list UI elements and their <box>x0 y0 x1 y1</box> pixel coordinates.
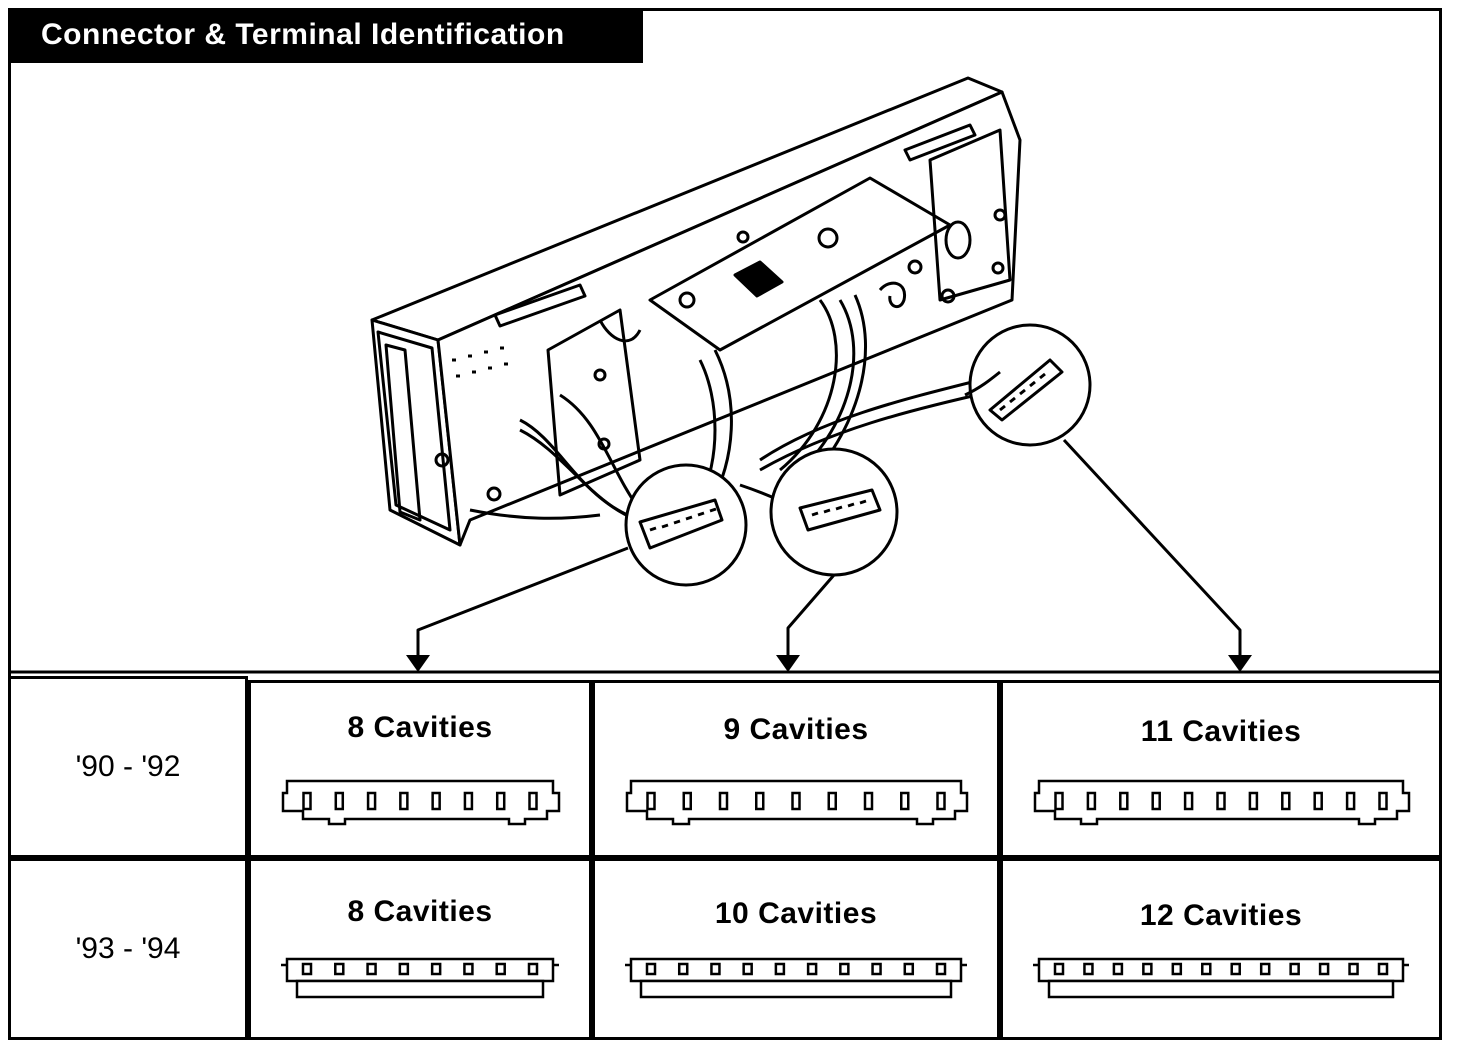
terminal-cavity <box>495 962 506 976</box>
terminal-cavity <box>903 962 915 976</box>
terminal-cavity <box>827 791 837 811</box>
terminal-cavity <box>334 791 345 811</box>
year-range-label: '90 - '92 <box>75 750 181 783</box>
terminal-cavity <box>1345 791 1356 811</box>
terminal-cavity <box>366 962 377 976</box>
terminal-cavity <box>1201 962 1212 976</box>
connector-cell-90-8: 8 Cavities <box>248 680 592 858</box>
terminal-cavity <box>682 791 692 811</box>
cavity-count-label: 8 Cavities <box>347 711 493 744</box>
terminal-cavity <box>1377 962 1389 976</box>
connector-face-12-cavity <box>1033 957 1409 999</box>
terminal-cavity <box>1053 962 1065 976</box>
terminal-cavity <box>463 791 474 811</box>
terminal-cavity <box>1318 962 1330 976</box>
connector-face-11-cavity <box>1033 779 1411 826</box>
terminal-cavity <box>1086 791 1097 811</box>
terminal-cavity <box>806 962 818 976</box>
connector-face-8-cavity <box>281 957 559 999</box>
terminal-cavity <box>1083 962 1094 976</box>
leader-line-right <box>1062 438 1242 660</box>
cavity-count-label: 8 Cavities <box>347 895 493 928</box>
terminal-cavity <box>1183 791 1194 811</box>
connector-cell-93-12: 12 Cavities <box>1000 858 1442 1040</box>
terminal-cavity <box>646 791 656 811</box>
terminal-cavity <box>742 962 753 976</box>
chip <box>733 260 784 298</box>
terminal-cavity <box>398 962 410 976</box>
connector-base <box>639 979 953 999</box>
connector-cell-90-9: 9 Cavities <box>592 680 1000 858</box>
year-range-label: '93 - '94 <box>75 932 181 965</box>
terminal-cavity <box>495 791 506 811</box>
terminal-cavity <box>463 962 474 976</box>
terminal-cavity <box>527 962 539 976</box>
year-cell-row-2: '93 - '94 <box>8 858 248 1040</box>
terminal-cavity <box>936 791 946 811</box>
terminal-cavity <box>1378 791 1388 811</box>
diagram-title: Connector & Terminal Identification <box>11 11 643 63</box>
terminal-cavity <box>431 791 441 811</box>
terminal-cavity <box>1216 791 1226 811</box>
terminal-cavity <box>1348 962 1359 976</box>
terminal-cavity <box>1151 791 1161 811</box>
terminal-cavity <box>430 962 442 976</box>
terminal-cavity <box>871 962 882 976</box>
terminal-cavity <box>839 962 850 976</box>
terminal-cavity <box>366 791 377 811</box>
terminal-cavity <box>1248 791 1259 811</box>
arrow-head-right <box>1228 655 1252 672</box>
terminal-cavity <box>334 962 345 976</box>
terminal-cavity <box>645 962 657 976</box>
connector-cell-93-8: 8 Cavities <box>248 858 592 1040</box>
terminal-cavity <box>863 791 874 811</box>
arrow-head-middle <box>776 655 800 672</box>
connector-face-10-cavity <box>625 957 967 999</box>
terminal-cavity <box>1230 962 1241 976</box>
terminal-cavity <box>1054 791 1064 811</box>
connector-cell-90-11: 11 Cavities <box>1000 680 1442 858</box>
terminal-cavity <box>1112 962 1124 976</box>
terminal-cavity <box>1313 791 1323 811</box>
terminal-cavity <box>677 962 689 976</box>
connector-body <box>281 779 561 826</box>
terminal-cavity <box>1289 962 1300 976</box>
terminal-cavity <box>755 791 765 811</box>
terminal-cavity <box>301 962 313 976</box>
connector-face-8-cavity <box>281 779 561 826</box>
terminal-cavity <box>1281 791 1291 811</box>
terminal-cavity <box>302 791 312 811</box>
arrow-head-left <box>406 655 430 672</box>
cavity-count-label: 11 Cavities <box>1140 715 1302 748</box>
leader-line-left <box>416 546 629 660</box>
year-cell-row-1: '90 - '92 <box>8 676 248 858</box>
cavity-count-label: 12 Cavities <box>1139 899 1303 932</box>
cavity-count-label: 9 Cavities <box>723 713 869 746</box>
terminal-cavity <box>710 962 721 976</box>
terminal-cavity <box>791 791 801 811</box>
terminal-cavity <box>1119 791 1129 811</box>
terminal-cavity <box>1142 962 1153 976</box>
terminal-cavity <box>774 962 786 976</box>
terminal-cavity <box>935 962 947 976</box>
terminal-cavity <box>528 791 538 811</box>
terminal-cavity <box>718 791 729 811</box>
housing-front-bezel <box>376 330 452 532</box>
connector-face-9-cavity <box>625 779 969 826</box>
terminal-cavity <box>1259 962 1271 976</box>
connector-cell-93-10: 10 Cavities <box>592 858 1000 1040</box>
terminal-cavity <box>1171 962 1183 976</box>
leader-line-middle <box>786 574 836 660</box>
connector-base <box>295 979 545 999</box>
cavity-count-label: 10 Cavities <box>714 897 878 930</box>
terminal-cavity <box>900 791 910 811</box>
connector-base <box>1047 979 1395 999</box>
terminal-cavity <box>399 791 409 811</box>
connector-body <box>285 957 555 983</box>
